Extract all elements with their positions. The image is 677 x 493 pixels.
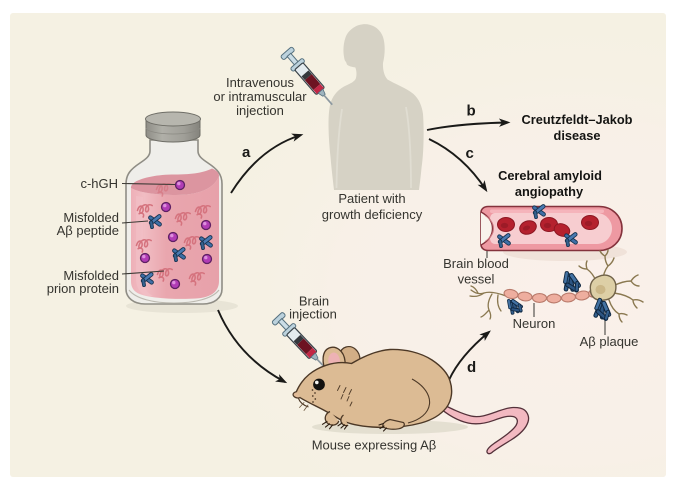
svg-text:c-hGH: c-hGH <box>80 176 118 191</box>
svg-text:prion protein: prion protein <box>47 281 119 296</box>
svg-text:d: d <box>467 359 476 376</box>
svg-text:angiopathy: angiopathy <box>515 184 584 199</box>
svg-text:disease: disease <box>554 128 601 143</box>
svg-text:Brain: Brain <box>299 294 329 309</box>
svg-text:Patient with: Patient with <box>338 191 405 206</box>
svg-text:injection: injection <box>236 103 284 118</box>
svg-text:Brain blood: Brain blood <box>443 256 509 271</box>
svg-text:Intravenous: Intravenous <box>226 75 294 90</box>
svg-text:Cerebral amyloid: Cerebral amyloid <box>498 168 602 183</box>
svg-text:Neuron: Neuron <box>513 316 556 331</box>
svg-text:c: c <box>466 145 474 162</box>
svg-text:Aβ plaque: Aβ plaque <box>580 334 639 349</box>
svg-text:Creutzfeldt–Jakob: Creutzfeldt–Jakob <box>522 112 633 127</box>
svg-text:Aβ peptide: Aβ peptide <box>57 223 119 238</box>
svg-text:Misfolded: Misfolded <box>63 210 119 225</box>
svg-text:injection: injection <box>289 307 337 322</box>
svg-text:or intramuscular: or intramuscular <box>213 89 307 104</box>
svg-text:vessel: vessel <box>458 272 495 287</box>
svg-text:growth deficiency: growth deficiency <box>322 207 423 222</box>
svg-text:b: b <box>467 103 476 120</box>
svg-text:Mouse expressing Aβ: Mouse expressing Aβ <box>312 438 437 453</box>
svg-text:Misfolded: Misfolded <box>63 268 119 283</box>
svg-text:a: a <box>242 144 251 161</box>
